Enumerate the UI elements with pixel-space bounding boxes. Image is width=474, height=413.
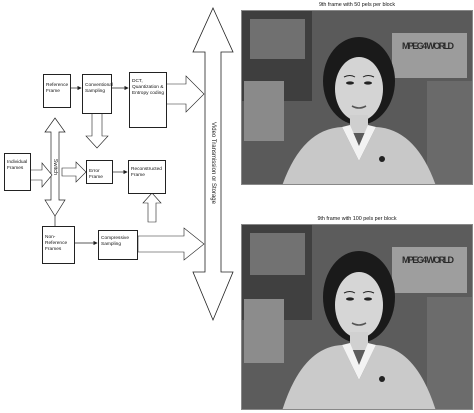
transmission-arrow [192, 7, 234, 322]
news-anchor-image: MPEG4 WORLD [242, 225, 472, 409]
block-non-reference-frames: Non-Reference Frames [42, 226, 75, 264]
photo-1-logo: MPEG4 WORLD [402, 41, 455, 51]
photo-1-title: 9th frame with 50 pels per block [318, 2, 396, 8]
arrow-comp-to-transmission [137, 227, 205, 261]
block-individual-frames: Individual Frames [4, 153, 31, 191]
arrow-conv-to-error [85, 112, 109, 149]
block-conventional-sampling: Conventional Sampling [82, 74, 113, 114]
switch-label: Switch [52, 158, 58, 176]
photo-1-frame: MPEG4 WORLD [241, 10, 473, 185]
block-diagram [29, 7, 234, 322]
photo-2-title: 9th frame with 100 pels per block [317, 216, 397, 222]
arrow-up-to-recon [142, 192, 162, 223]
block-dct-quantization: DCT, Quantization & Entropy coding [129, 72, 167, 128]
arrow-dct-to-transmission [165, 75, 205, 113]
photo-2-frame: MPEG4 WORLD [241, 224, 473, 410]
transmission-label: Video Transmission or Storage [210, 122, 216, 204]
arrow-switch-to-error [61, 161, 87, 183]
block-reference-frame: Reference Frame [43, 74, 71, 108]
photo-2-logo: MPEG4 WORLD [402, 255, 455, 265]
block-compressive-sampling: Compressive Sampling [98, 230, 138, 260]
block-reconstructed-frame: Reconstructed Frame [128, 160, 166, 194]
block-error-frame: Error Frame [86, 160, 113, 184]
arrow-frames-to-switch [29, 162, 53, 188]
news-anchor-image: MPEG4 WORLD [242, 11, 472, 184]
